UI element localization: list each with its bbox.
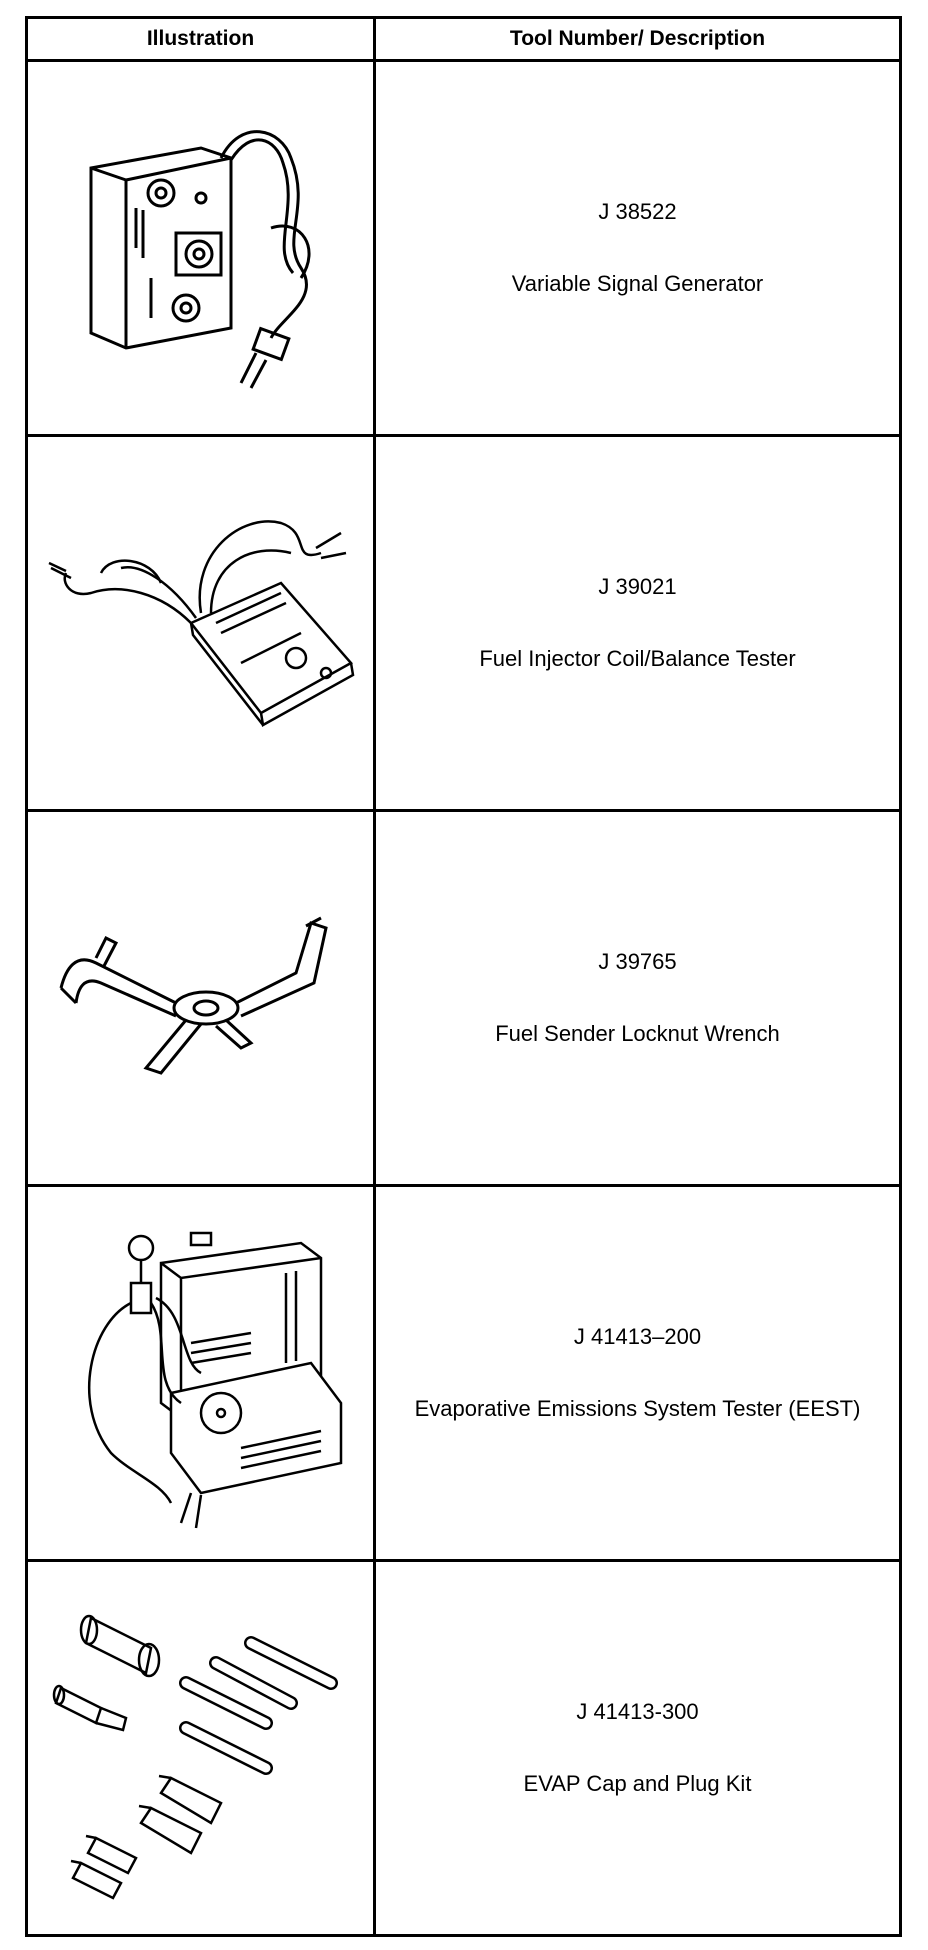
eest-illustration	[87, 1231, 342, 1529]
table-row: J 39765 Fuel Sender Locknut Wrench	[25, 809, 902, 1187]
tool-description: Evaporative Emissions System Tester (EES…	[414, 1396, 861, 1421]
header-row: Illustration Tool Number/ Description	[25, 16, 902, 62]
tool-number: J 41413-300	[576, 1699, 699, 1724]
cap-plug-kit-illustration	[52, 1614, 338, 1900]
table-row: J 41413–200 Evaporative Emissions System…	[25, 1184, 902, 1562]
table-row: J 39021 Fuel Injector Coil/Balance Teste…	[25, 434, 902, 812]
description-cell: J 38522 Variable Signal Generator	[373, 59, 902, 437]
tool-number: J 38522	[598, 199, 677, 224]
signal-generator-illustration	[89, 130, 311, 389]
description-cell: J 41413–200 Evaporative Emissions System…	[373, 1184, 902, 1562]
table-row: J 41413-300 EVAP Cap and Plug Kit	[25, 1559, 902, 1937]
tool-description: EVAP Cap and Plug Kit	[523, 1771, 752, 1796]
tool-number: J 39765	[598, 949, 677, 974]
tool-description: Fuel Sender Locknut Wrench	[495, 1021, 780, 1046]
illustration-cell	[25, 809, 376, 1187]
tool-number: J 41413–200	[573, 1324, 702, 1349]
table-row: J 38522 Variable Signal Generator	[25, 59, 902, 437]
illustration-cell	[25, 1184, 376, 1562]
description-cell: J 39021 Fuel Injector Coil/Balance Teste…	[373, 434, 902, 812]
tool-header: Tool Number/ Description	[373, 16, 902, 62]
injector-tester-illustration	[47, 520, 354, 727]
tools-table: Illustration Tool Number/ Description	[25, 16, 902, 1937]
description-cell: J 41413-300 EVAP Cap and Plug Kit	[373, 1559, 902, 1937]
description-cell: J 39765 Fuel Sender Locknut Wrench	[373, 809, 902, 1187]
locknut-wrench-illustration	[59, 916, 328, 1075]
illustration-header: Illustration	[25, 16, 376, 62]
illustration-cell	[25, 59, 376, 437]
tool-number: J 39021	[598, 574, 677, 599]
tool-description: Variable Signal Generator	[511, 271, 764, 296]
tool-description: Fuel Injector Coil/Balance Tester	[479, 646, 796, 671]
illustration-cell	[25, 1559, 376, 1937]
illustration-cell	[25, 434, 376, 812]
